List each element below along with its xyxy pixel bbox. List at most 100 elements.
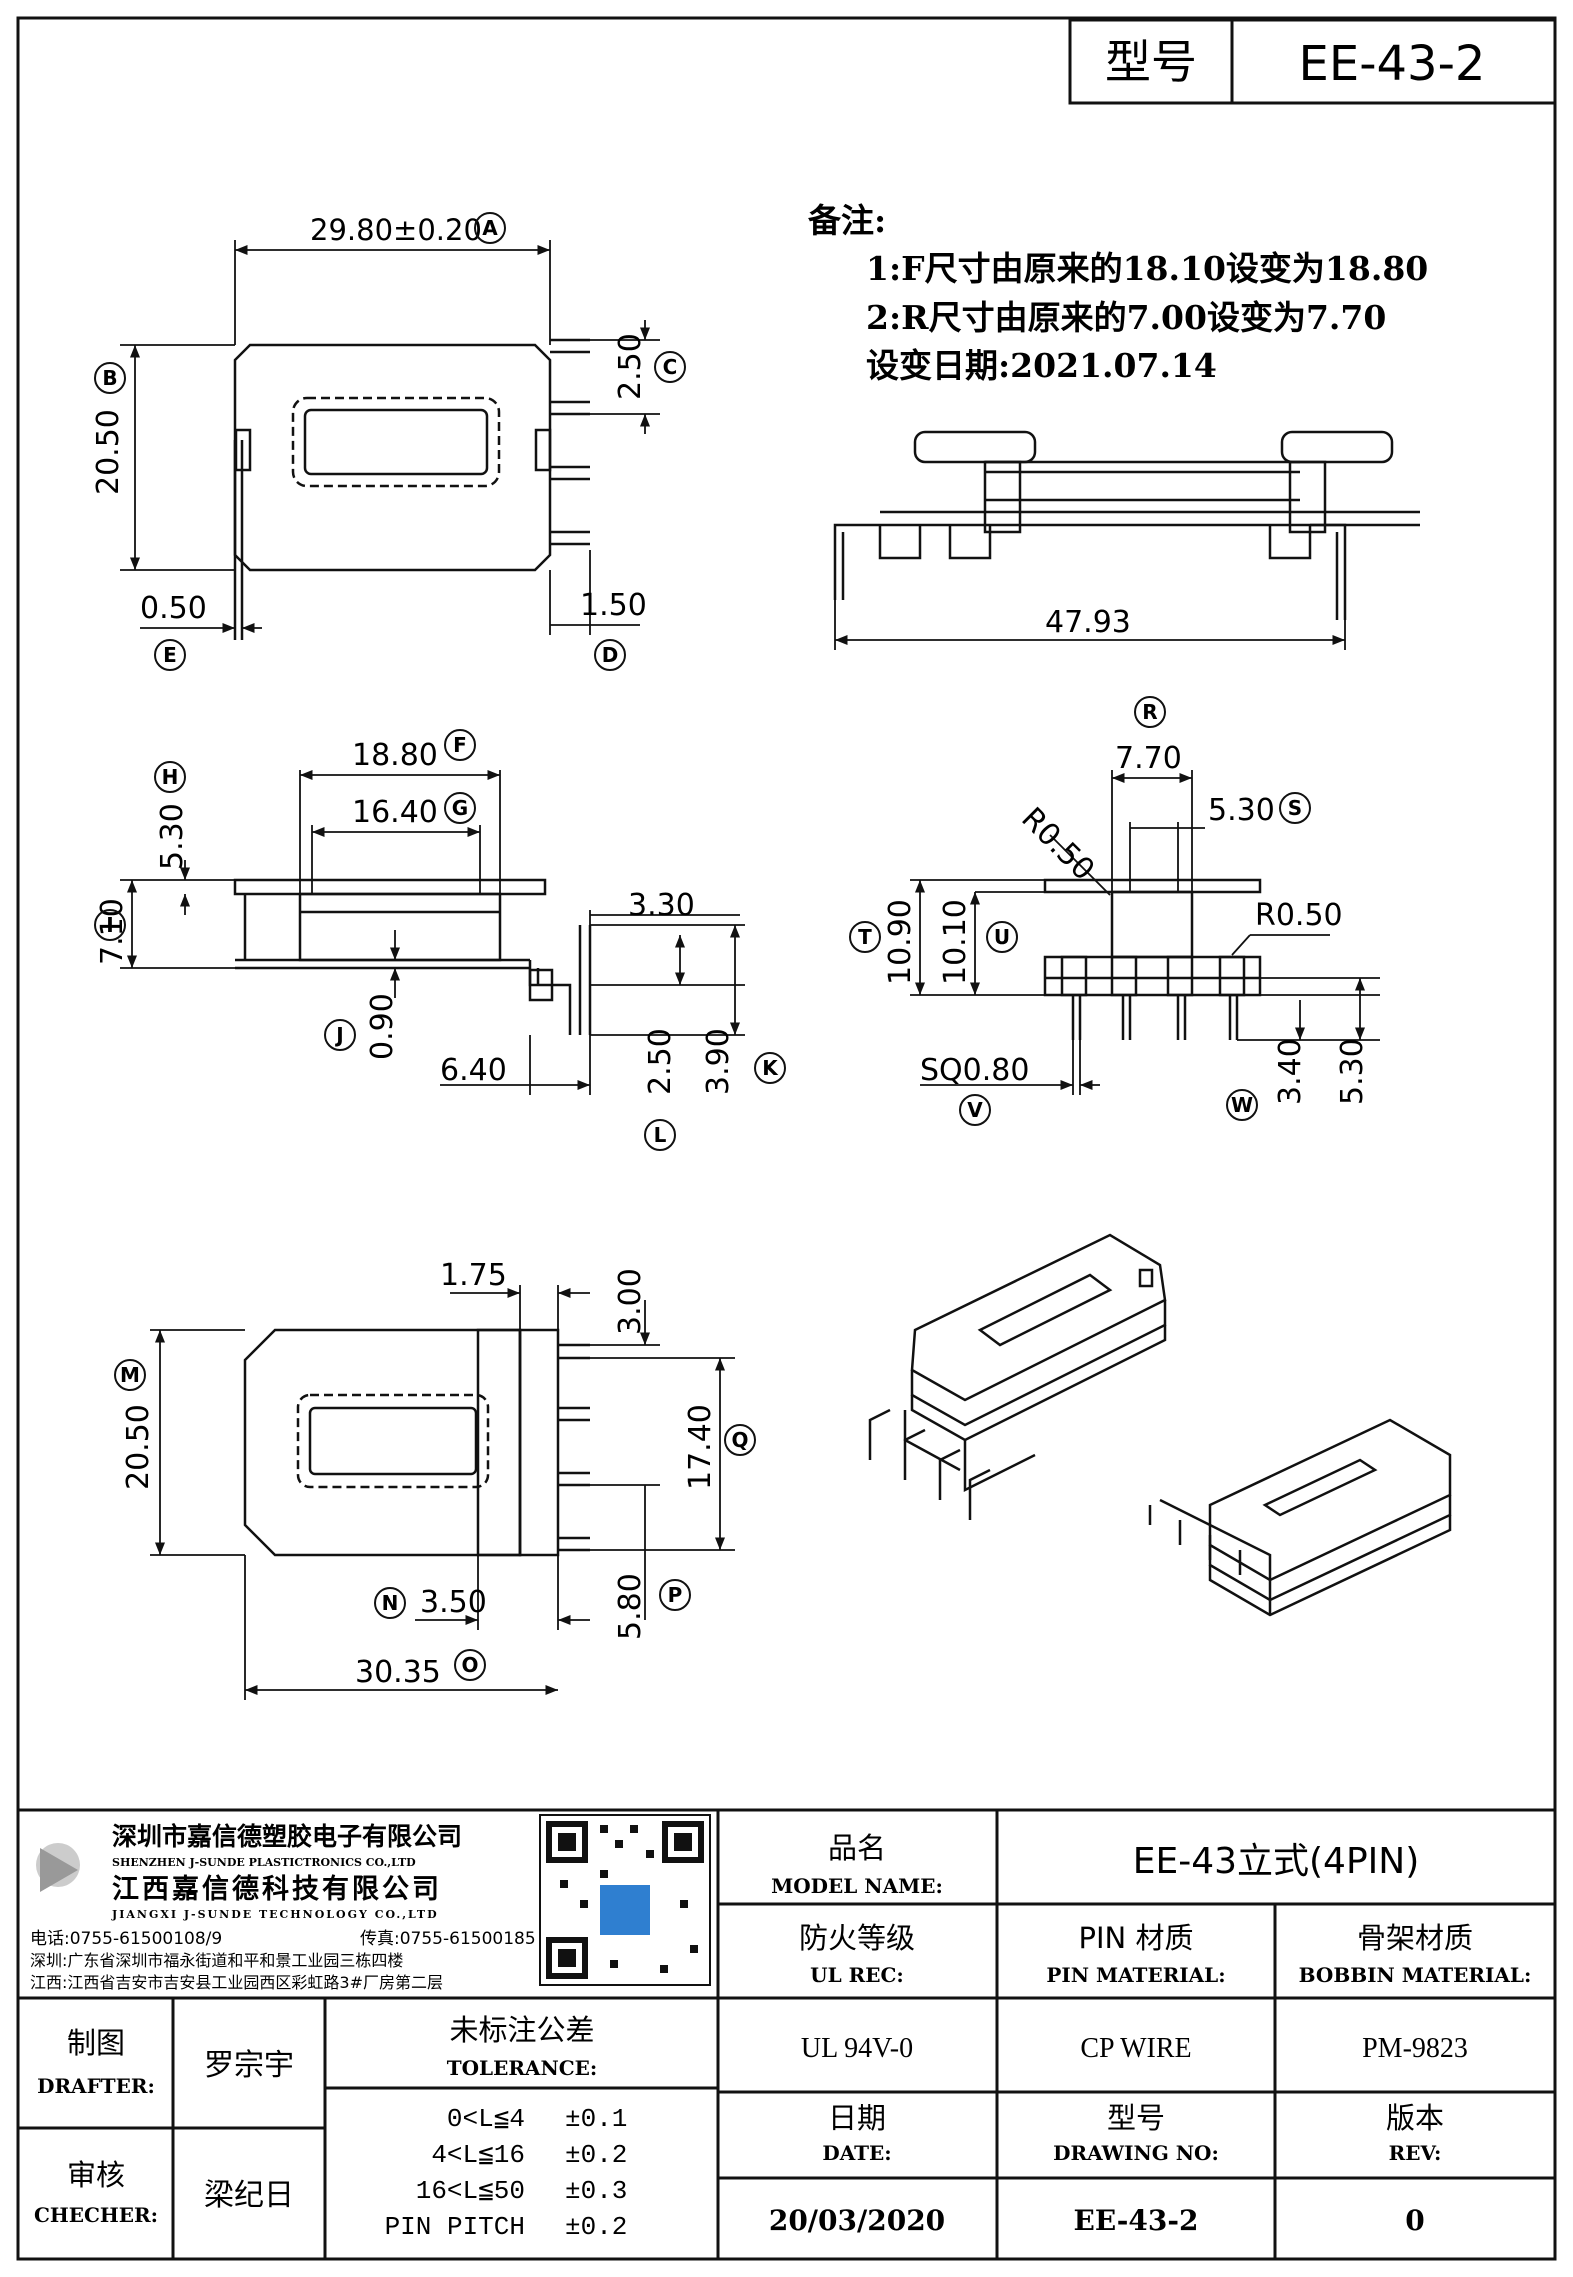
letter-D: D: [602, 643, 619, 667]
notes: 备注: 1:F尺寸由原来的18.10设变为18.80 2:R尺寸由原来的7.00…: [808, 201, 1428, 385]
letter-E: E: [163, 643, 177, 667]
tolerance-label-cn: 未标注公差: [449, 2013, 594, 2047]
ul-value: UL 94V-0: [801, 2033, 913, 2064]
header-model-box: 型号 EE-43-2: [1068, 18, 1557, 105]
tol-value: ±0.2: [565, 2140, 627, 2170]
dim-K: 3.90: [701, 1028, 736, 1095]
dim-R: 7.70: [1115, 741, 1182, 776]
rev-label-cn: 版本: [1386, 2101, 1444, 2135]
letter-F: F: [453, 733, 467, 757]
company-name-jx-en: JIANGXI J-SUNDE TECHNOLOGY CO.,LTD: [111, 1908, 439, 1921]
letter-S: S: [1288, 796, 1302, 820]
notes-line-2: 2:R尺寸由原来的7.00设变为7.70: [866, 298, 1386, 337]
view-isometric: [868, 1233, 1452, 1617]
letter-L: L: [654, 1123, 667, 1147]
letter-N: N: [382, 1591, 399, 1615]
letter-U: U: [994, 925, 1010, 949]
drafter-label-cn: 制图: [67, 2026, 125, 2060]
dim-O: 30.35: [355, 1655, 441, 1690]
bobbin-label-cn: 骨架材质: [1357, 1921, 1473, 1955]
dim-G: 16.40: [352, 795, 438, 830]
dim-A: 29.80±0.20: [310, 213, 482, 247]
title-block-text: 品名 MODEL NAME: EE-43立式(4PIN) 防火等级 UL REC…: [34, 1831, 1531, 2237]
date-label-en: DATE:: [822, 2141, 891, 2165]
tol-range: PIN PITCH: [385, 2212, 525, 2242]
notes-title: 备注:: [808, 201, 886, 240]
product-value: EE-43立式(4PIN): [1133, 1841, 1420, 1882]
dimension-texts: 29.80±0.20 20.50 2.50 0.50 1.50 18.80 16…: [91, 213, 1370, 1690]
ul-label-en: UL REC:: [810, 1963, 904, 1987]
dim-Q: 17.40: [683, 1404, 718, 1490]
header-model-value: EE-43-2: [1299, 36, 1486, 92]
company-fax: 传真:0755-61500185: [360, 1929, 536, 1949]
view-top-dims: [120, 240, 660, 635]
dim-E: 0.50: [140, 591, 207, 626]
tol-range: 16<L≦50: [416, 2176, 525, 2206]
dim-W: 3.40: [1273, 1038, 1308, 1105]
letter-I: I: [106, 913, 113, 937]
rev-label-en: REV:: [1389, 2141, 1442, 2165]
tolerance-rows: 0<L≦4 ±0.1 4<L≦16 ±0.2 16<L≦50 ±0.3 PIN …: [385, 2104, 628, 2242]
qr-code: [539, 1814, 711, 1986]
dim-r2: R0.50: [1255, 898, 1343, 933]
view-pin-end: [1043, 878, 1262, 1040]
drafter-value: 罗宗宇: [204, 2048, 294, 2083]
dim-J: 0.90: [365, 993, 400, 1060]
notes-line-3: 设变日期:2021.07.14: [866, 346, 1217, 385]
tol-value: ±0.3: [565, 2176, 627, 2206]
dim-U: 10.10: [938, 899, 973, 985]
dim-F: 18.80: [352, 738, 438, 773]
view-pin-end-dims: [910, 770, 1380, 1095]
bobbin-label-en: BOBBIN MATERIAL:: [1299, 1963, 1532, 1987]
rev-value: 0: [1405, 2204, 1424, 2237]
company-tel: 电话:0755-61500108/9: [30, 1929, 222, 1949]
checker-value: 梁纪日: [204, 2178, 294, 2213]
dim-W2: 5.30: [1335, 1038, 1370, 1105]
company-addr-sz: 深圳:广东省深圳市福永街道和平和景工业园三栋四楼: [30, 1951, 403, 1970]
letter-A: A: [482, 216, 498, 240]
pin-label-en: PIN MATERIAL:: [1046, 1963, 1225, 1987]
letter-Q: Q: [731, 1428, 748, 1452]
tolerance-label-en: TOLERANCE:: [447, 2056, 598, 2080]
dim-C: 2.50: [613, 333, 648, 400]
drawing-value: EE-43-2: [1074, 2204, 1199, 2237]
company-logo: [36, 1843, 80, 1892]
date-value: 20/03/2020: [769, 2204, 945, 2237]
dim-V: SQ0.80: [920, 1053, 1029, 1088]
pin-value: CP WIRE: [1080, 2033, 1191, 2064]
dim-S: 5.30: [1208, 793, 1275, 828]
letter-V: V: [967, 1098, 983, 1122]
view-front-long-dims: [834, 600, 1346, 650]
dim-300: 3.00: [613, 1268, 648, 1335]
title-block-grid: [18, 1808, 1555, 2259]
dim-4793: 47.93: [1045, 605, 1131, 640]
letter-T: T: [858, 925, 872, 949]
date-label-cn: 日期: [828, 2101, 886, 2135]
letter-J: J: [334, 1023, 343, 1047]
dim-r1: R0.50: [1014, 801, 1101, 888]
tol-range: 0<L≦4: [447, 2104, 525, 2134]
sheet-border: [16, 16, 1557, 2261]
letter-K: K: [762, 1056, 779, 1080]
notes-line-1: 1:F尺寸由原来的18.10设变为18.80: [866, 249, 1428, 288]
letter-W: W: [1231, 1093, 1253, 1117]
tol-value: ±0.1: [565, 2104, 627, 2134]
view-bottom-dims: [150, 1285, 735, 1700]
bobbin-value: PM-9823: [1362, 2033, 1468, 2064]
dim-175: 1.75: [440, 1258, 507, 1293]
company-info: 深圳市嘉信德塑胶电子有限公司 SHENZHEN J-SUNDE PLASTICT…: [30, 1822, 536, 1992]
company-name-jx: 江西嘉信德科技有限公司: [112, 1874, 442, 1905]
letter-H: H: [162, 765, 179, 789]
header-model-label: 型号: [1105, 35, 1197, 89]
checker-label-cn: 审核: [67, 2158, 125, 2192]
company-addr-jx: 江西:江西省吉安市吉安县工业园西区彩虹路3#厂房第二层: [30, 1973, 443, 1992]
dim-640: 6.40: [440, 1053, 507, 1088]
ul-label-cn: 防火等级: [799, 1921, 915, 1955]
dim-L: 2.50: [643, 1028, 678, 1095]
tol-range: 4<L≦16: [431, 2140, 525, 2170]
drawing-label-en: DRAWING NO:: [1053, 2141, 1219, 2165]
dim-M: 20.50: [121, 1404, 156, 1490]
view-top: [233, 338, 590, 640]
company-name-sz: 深圳市嘉信德塑胶电子有限公司: [112, 1822, 462, 1851]
